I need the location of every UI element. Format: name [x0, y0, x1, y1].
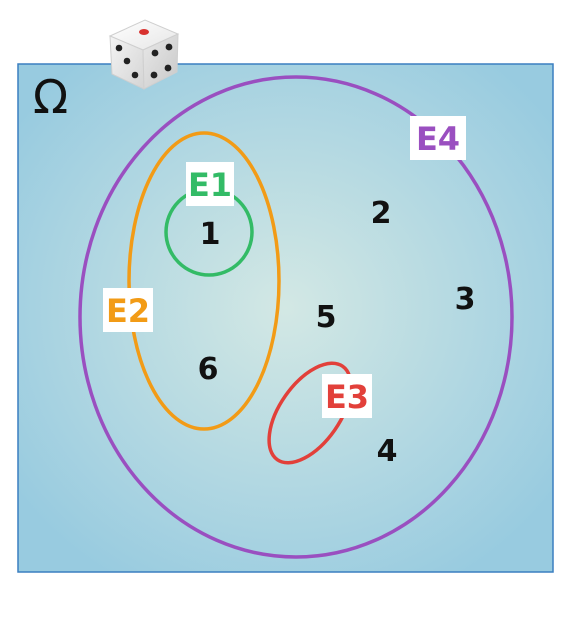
event-e2-shape [127, 131, 281, 431]
event-e4-label: E4 [410, 116, 466, 160]
outcome-3: 3 [455, 282, 476, 317]
outcome-2: 2 [371, 196, 392, 231]
event-e1-label: E1 [186, 162, 234, 206]
svg-text:E3: E3 [325, 378, 369, 416]
die-icon [108, 19, 180, 90]
outcome-1: 1 [200, 217, 221, 252]
svg-text:E2: E2 [106, 292, 150, 330]
outcome-6: 6 [198, 352, 219, 387]
event-e3-shape [267, 361, 353, 465]
svg-text:E4: E4 [416, 120, 460, 158]
sample-space [17, 63, 554, 573]
outcome-5: 5 [316, 300, 337, 335]
svg-text:E1: E1 [188, 166, 232, 204]
outcome-4: 4 [377, 434, 398, 469]
event-e4-shape [78, 75, 514, 559]
event-e3-label: E3 [322, 374, 372, 418]
event-e2-label: E2 [103, 288, 153, 332]
omega-label: Ω [33, 70, 68, 124]
